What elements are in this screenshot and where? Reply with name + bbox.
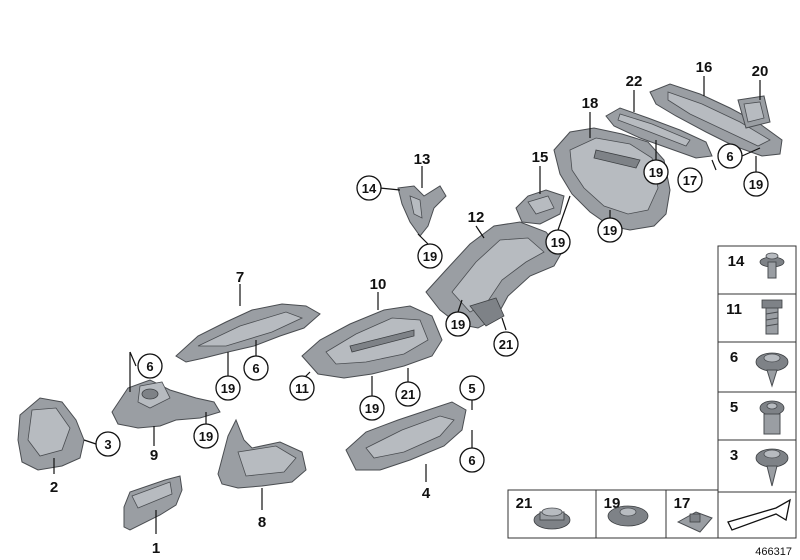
part-number-8: 8 — [258, 514, 266, 531]
washer-nut-icon — [607, 505, 649, 527]
part-4-heat-shield — [345, 401, 467, 471]
bolt-icon — [761, 299, 783, 335]
part-number-10: 10 — [370, 276, 387, 293]
callout-19: 19 — [743, 171, 769, 197]
svg-text:6: 6 — [468, 453, 475, 468]
fastener-label-14: 14 — [728, 253, 745, 270]
callout-5: 5 — [459, 375, 485, 401]
callout-6: 6 — [717, 143, 743, 169]
fastener-label-11: 11 — [726, 301, 742, 318]
fastener-label-5: 5 — [730, 399, 738, 416]
clip-nut-icon — [676, 511, 713, 533]
fastener-label-21: 21 — [516, 495, 533, 512]
part-16-heat-shield — [649, 83, 783, 157]
svg-text:5: 5 — [468, 381, 475, 396]
svg-text:19: 19 — [749, 177, 763, 192]
svg-text:19: 19 — [551, 235, 565, 250]
part-numbers: 1 2 4 7 8 9 10 12 13 15 16 18 20 22 — [50, 59, 769, 557]
part-number-2: 2 — [50, 479, 58, 496]
part-number-16: 16 — [696, 59, 713, 76]
svg-text:19: 19 — [221, 381, 235, 396]
leader-lines — [53, 76, 761, 534]
part-number-4: 4 — [422, 485, 431, 502]
part-15-bracket — [515, 189, 565, 225]
part-number-7: 7 — [236, 269, 244, 286]
fastener-legend-column: 14 11 6 5 3 — [717, 245, 797, 493]
callout-19: 19 — [359, 395, 385, 421]
svg-text:11: 11 — [295, 381, 309, 396]
svg-text:19: 19 — [451, 317, 465, 332]
svg-text:19: 19 — [365, 401, 379, 416]
callout-6: 6 — [459, 447, 485, 473]
part-9-bracket — [111, 379, 221, 429]
part-22-strip — [605, 107, 713, 159]
callout-17: 17 — [677, 167, 703, 193]
nut-clip-icon — [759, 400, 785, 435]
part-13-bracket — [397, 185, 447, 237]
fastener-label-17: 17 — [674, 495, 691, 512]
part-number-1: 1 — [152, 540, 160, 557]
callout-3: 3 — [95, 431, 121, 457]
svg-text:19: 19 — [199, 429, 213, 444]
flange-nut-icon — [533, 507, 571, 530]
part-number-22: 22 — [626, 73, 643, 90]
part-7-heat-shield — [175, 303, 321, 363]
callout-14: 14 — [356, 175, 382, 201]
svg-text:14: 14 — [362, 181, 377, 196]
arrow-icon — [727, 498, 791, 531]
callout-19: 19 — [597, 217, 623, 243]
svg-text:6: 6 — [252, 361, 259, 376]
svg-text:6: 6 — [146, 359, 153, 374]
screw-washer-icon — [755, 448, 789, 487]
callout-19: 19 — [417, 243, 443, 269]
svg-text:19: 19 — [603, 223, 617, 238]
svg-text:21: 21 — [499, 337, 513, 352]
part-18-tunnel-heat-shield — [553, 127, 671, 231]
callout-21: 21 — [395, 381, 421, 407]
fastener-legend-row: 21 19 17 — [507, 489, 797, 539]
circled-callouts: 3 5 6 6 6 6 11 14 17 19 19 19 19 19 19 1… — [95, 143, 769, 473]
callout-21: 21 — [493, 331, 519, 357]
callout-19: 19 — [193, 423, 219, 449]
part-10-heat-shield — [301, 305, 443, 379]
part-20-plate — [737, 95, 771, 129]
part-number-12: 12 — [468, 209, 485, 226]
svg-text:19: 19 — [649, 165, 663, 180]
callout-19: 19 — [445, 311, 471, 337]
callout-11: 11 — [289, 375, 315, 401]
part-number-20: 20 — [752, 63, 769, 80]
fastener-label-6: 6 — [730, 349, 738, 366]
callout-6: 6 — [137, 353, 163, 379]
callout-19: 19 — [215, 375, 241, 401]
part-2-heat-shield — [17, 397, 85, 471]
document-number: 466317 — [755, 546, 792, 558]
callout-6: 6 — [243, 355, 269, 381]
svg-text:6: 6 — [726, 149, 733, 164]
washer-screw-icon — [755, 352, 789, 388]
svg-text:17: 17 — [683, 173, 697, 188]
svg-text:3: 3 — [104, 437, 111, 452]
part-8-heat-shield — [217, 418, 307, 489]
part-number-15: 15 — [532, 149, 549, 166]
fastener-label-3: 3 — [730, 447, 738, 464]
push-rivet-icon — [759, 252, 785, 279]
part-number-9: 9 — [150, 447, 158, 464]
part-1-bracket — [123, 475, 183, 531]
part-12-heat-shield — [425, 221, 563, 329]
part-number-13: 13 — [414, 151, 431, 168]
callout-19: 19 — [643, 159, 669, 185]
svg-text:19: 19 — [423, 249, 437, 264]
part-number-18: 18 — [582, 95, 599, 112]
svg-text:21: 21 — [401, 387, 415, 402]
callout-19: 19 — [545, 229, 571, 255]
